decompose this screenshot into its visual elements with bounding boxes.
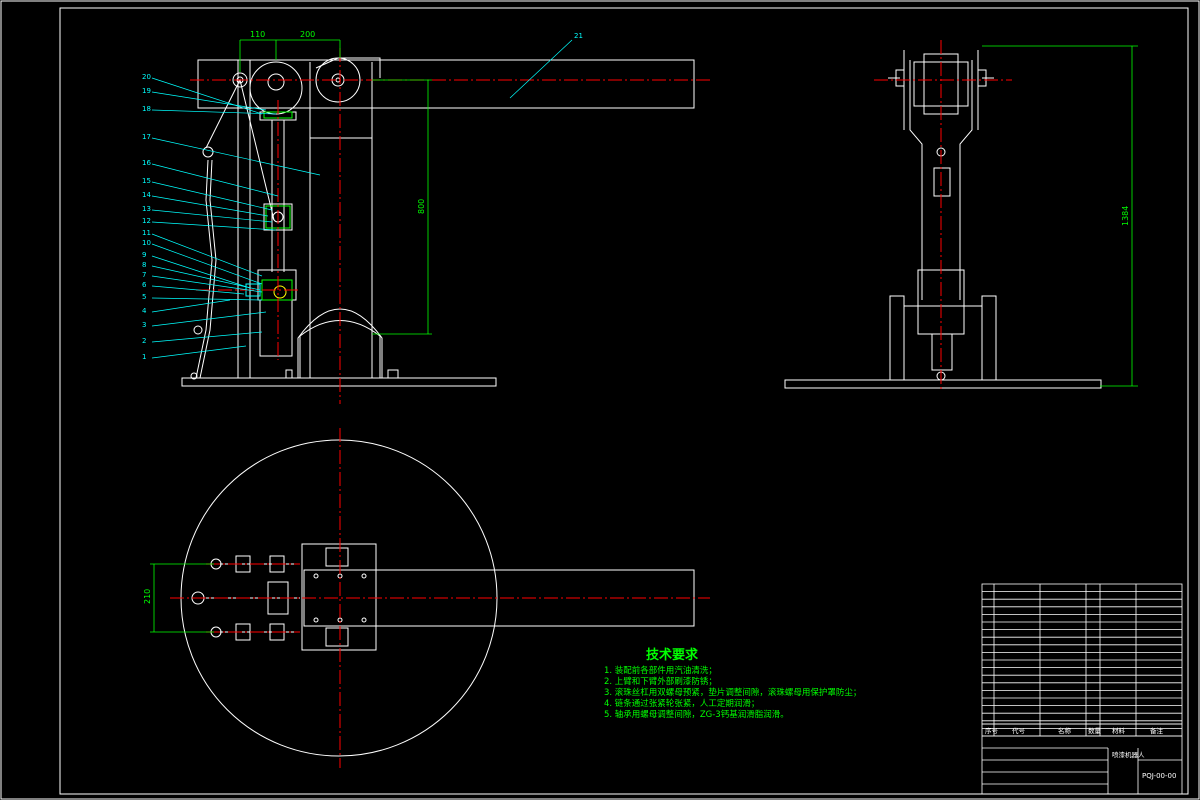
svg-text:10: 10 <box>142 239 151 247</box>
plan-center-lines <box>170 428 710 768</box>
drawing-name: 喷漆机器人 <box>1112 750 1145 759</box>
title-block <box>981 583 1183 795</box>
svg-text:材料: 材料 <box>1112 726 1126 735</box>
svg-text:1: 1 <box>142 353 146 361</box>
tie-rod <box>205 78 275 221</box>
base-plate <box>181 377 497 387</box>
svg-text:4: 4 <box>142 307 147 315</box>
dim-110: 110 <box>250 30 265 39</box>
svg-text:6: 6 <box>142 281 147 289</box>
drawing-code: PQJ-00-00 <box>1142 772 1176 780</box>
lead-screw <box>271 120 285 272</box>
svg-text:名称: 名称 <box>1058 726 1072 735</box>
svg-text:20: 20 <box>142 73 151 81</box>
dim-1384: 1384 <box>1121 206 1130 226</box>
dim-200: 200 <box>300 30 315 39</box>
dim-800: 800 <box>417 199 426 214</box>
tech-requirement-item: 1. 装配前各部件用汽油清洗； <box>604 666 717 676</box>
tech-requirement-item: 5. 轴承用螺母调整间隙，ZG-3钙基润滑脂润滑。 <box>604 710 789 720</box>
svg-text:8: 8 <box>142 261 146 269</box>
svg-text:备注: 备注 <box>1150 726 1164 735</box>
upper-arm <box>197 59 695 109</box>
svg-text:5: 5 <box>142 293 146 301</box>
title-block-frame <box>981 723 1183 795</box>
front-dimensions <box>239 39 432 335</box>
side-arm <box>909 60 973 300</box>
svg-text:15: 15 <box>142 177 151 185</box>
svg-text:序号: 序号 <box>985 726 999 735</box>
svg-text:13: 13 <box>142 205 151 213</box>
parts-list <box>981 583 1183 725</box>
technical-requirements: 技术要求 1. 装配前各部件用汽油清洗； 2. 上臂和下臂外部刷漆防锈； 3. … <box>604 644 934 721</box>
callout-labels: 20 19 18 17 16 15 14 13 12 11 10 9 8 7 6… <box>142 32 583 361</box>
plan-base <box>301 543 377 651</box>
svg-text:18: 18 <box>142 105 151 113</box>
lower-gear-box <box>257 269 297 301</box>
side-motor <box>917 269 965 335</box>
lower-housing <box>259 299 293 357</box>
svg-text:12: 12 <box>142 217 151 225</box>
svg-text:2: 2 <box>142 337 146 345</box>
title-block-header: 序号 代号 名称 数量 材料 备注 <box>985 726 1164 735</box>
dim-210: 210 <box>143 589 152 604</box>
large-pulley <box>249 61 303 115</box>
leader-lines <box>151 39 573 359</box>
svg-text:9: 9 <box>142 251 146 259</box>
frame-border <box>59 7 1189 795</box>
svg-text:数量: 数量 <box>1088 726 1102 735</box>
tech-requirements-title: 技术要求 <box>646 648 699 663</box>
tech-requirement-item: 2. 上臂和下臂外部刷漆防锈； <box>604 677 717 687</box>
svg-text:3: 3 <box>142 321 146 329</box>
screw-nut <box>263 203 293 231</box>
side-center-lines <box>874 40 1012 392</box>
plan-dimensions <box>150 563 214 633</box>
side-base-plate <box>784 379 1102 389</box>
front-view <box>181 57 695 387</box>
tech-requirement-item: 3. 滚珠丝杠用双螺母预紧，垫片调整间隙，滚珠螺母用保护罩防尘； <box>604 688 862 698</box>
svg-text:17: 17 <box>142 133 151 141</box>
svg-text:16: 16 <box>142 159 151 167</box>
svg-text:21: 21 <box>574 32 583 40</box>
svg-text:14: 14 <box>142 191 151 199</box>
side-dimensions <box>982 45 1138 387</box>
svg-text:7: 7 <box>142 271 146 279</box>
svg-text:19: 19 <box>142 87 151 95</box>
side-view <box>784 50 1102 389</box>
front-center-lines <box>190 48 710 404</box>
svg-text:11: 11 <box>142 229 151 237</box>
column <box>309 62 373 378</box>
tech-requirement-item: 4. 链条通过张紧轮张紧，人工定期润滑； <box>604 699 760 709</box>
svg-text:代号: 代号 <box>1012 726 1026 735</box>
